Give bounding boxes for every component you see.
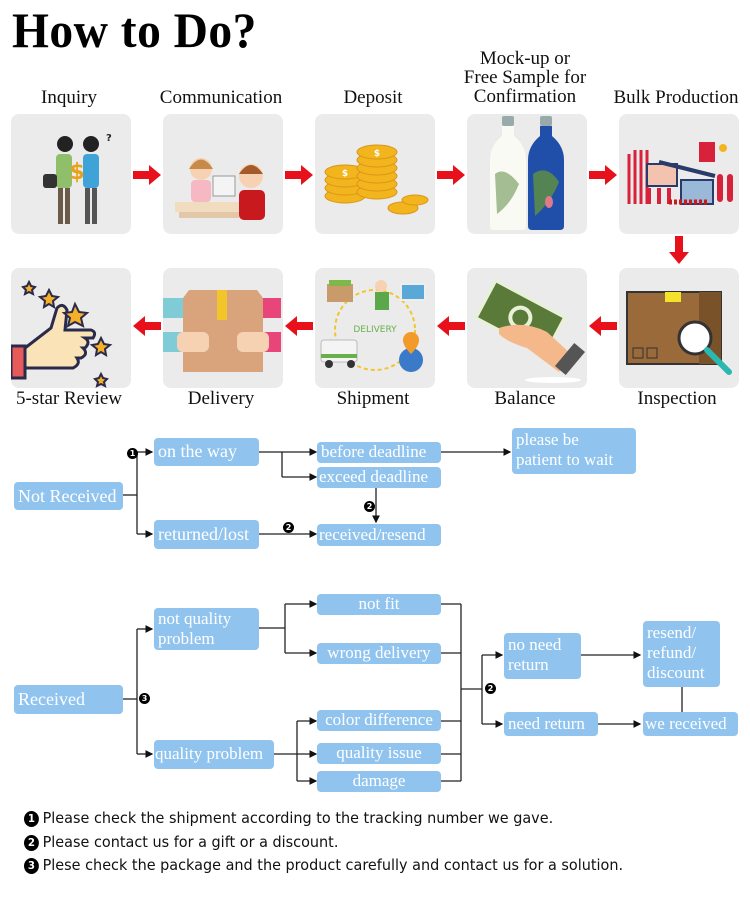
step-tile-communication: [163, 114, 283, 234]
node-resolution-line1: resend/: [647, 623, 697, 642]
badge-note-1: 1: [127, 448, 138, 459]
step-label-shipment: Shipment: [336, 388, 410, 409]
node-on-the-way: on the way: [154, 438, 259, 466]
step-label-review: 5-star Review: [15, 388, 123, 409]
step-label-delivery: Delivery: [187, 388, 255, 409]
sample-bottles-icon: [490, 116, 564, 230]
node-before-deadline: before deadline: [317, 442, 441, 463]
node-no-need-return-line2: return: [508, 655, 549, 674]
thumbs-up-stars-icon: [11, 279, 113, 388]
page-title: How to Do?: [12, 2, 257, 58]
step-tile-inquiry: $ ?: [11, 114, 131, 234]
box-magnifier-icon: [626, 291, 732, 375]
node-not-fit: not fit: [317, 594, 441, 615]
node-wrong-delivery: wrong delivery: [317, 643, 441, 664]
step-label-mockup-line2: Free Sample for: [463, 67, 587, 88]
step-tile-bulk-production: [619, 114, 739, 234]
node-not-quality-line1: not quality: [158, 609, 232, 628]
step-label-deposit: Deposit: [343, 87, 403, 108]
node-resolution-line3: discount: [647, 663, 705, 682]
node-resolution-line2: refund/: [647, 643, 697, 662]
note-text-2: Please contact us for a gift or a discou…: [42, 833, 339, 851]
node-color-difference: color difference: [317, 710, 441, 731]
step-label-bulk-production: Bulk Production: [613, 87, 739, 108]
node-received-resend: received/resend: [317, 524, 441, 546]
svg-text:$: $: [374, 149, 380, 159]
node-not-received: Not Received: [14, 482, 123, 510]
svg-text:$: $: [69, 160, 84, 185]
node-need-return: need return: [504, 712, 598, 736]
node-we-received: we received: [643, 712, 738, 736]
node-not-quality-line2: problem: [158, 629, 215, 648]
arrow-right-3: [437, 165, 465, 185]
badge-note-2-exceed: 2: [364, 501, 375, 512]
node-received: Received: [14, 685, 123, 714]
step-label-mockup: Mock-up or Free Sample for Confirmation: [450, 49, 600, 106]
arrow-left-3: [437, 316, 465, 336]
arrow-down: [669, 236, 689, 264]
note-number-2: 2: [24, 835, 39, 851]
node-not-quality-problem: not quality problem: [154, 608, 259, 650]
svg-text:DELIVERY: DELIVERY: [353, 325, 397, 335]
gold-coins-icon: $ $: [324, 144, 429, 215]
step-label-inquiry: Inquiry: [41, 87, 97, 108]
arrow-left-4: [589, 316, 617, 336]
badge-note-2-merge: 2: [485, 683, 496, 694]
step-label-mockup-line3: Confirmation: [473, 86, 577, 107]
node-returned-lost: returned/lost: [154, 520, 259, 549]
node-no-need-return-line1: no need: [508, 635, 562, 654]
connector-issues-out: [441, 603, 461, 782]
step-tile-inspection: [619, 268, 739, 388]
inquiry-people-dollar-icon: $ ?: [43, 133, 112, 224]
badge-note-3: 3: [139, 693, 150, 704]
step-tile-delivery: [163, 268, 283, 388]
note-text-3: Plese check the package and the product …: [42, 856, 624, 874]
node-quality-issue: quality issue: [317, 743, 441, 764]
step-label-communication: Communication: [159, 87, 283, 108]
step-label-mockup-line1: Mock-up or: [479, 48, 571, 69]
hands-box-icon: [163, 290, 281, 372]
factory-machine-icon: [627, 142, 733, 205]
node-patient-to-wait-line1: please be: [516, 430, 579, 449]
step-tile-deposit: $ $: [315, 114, 435, 234]
arrow-right-2: [285, 165, 313, 185]
node-resolution: resend/ refund/ discount: [643, 621, 720, 687]
node-no-need-return: no need return: [504, 633, 581, 679]
step-label-balance: Balance: [494, 388, 556, 409]
step-tile-shipment: DELIVERY: [315, 268, 435, 388]
badge-note-2-returned: 2: [283, 522, 294, 533]
arrow-left-1: [133, 316, 161, 336]
svg-text:$: $: [342, 169, 348, 179]
step-tile-mockup: [467, 114, 587, 234]
arrow-right-4: [589, 165, 617, 185]
node-patient-to-wait: please be patient to wait: [512, 428, 636, 474]
note-text-1: Please check the shipment according to t…: [42, 809, 554, 827]
node-exceed-deadline: exceed deadline: [317, 467, 441, 488]
node-patient-to-wait-line2: patient to wait: [516, 450, 614, 469]
svg-text:?: ?: [106, 133, 112, 144]
node-quality-problem: quality problem: [154, 740, 274, 769]
step-tile-review: [11, 268, 131, 388]
arrow-right-1: [133, 165, 161, 185]
step-label-inspection: Inspection: [637, 388, 717, 409]
arrow-left-2: [285, 316, 313, 336]
note-number-1: 1: [24, 811, 39, 827]
delivery-concept-icon: DELIVERY: [320, 280, 426, 372]
hand-money-icon: [474, 278, 586, 383]
note-number-3: 3: [24, 858, 39, 874]
step-tile-balance: [467, 268, 587, 388]
customer-service-call-icon: [175, 158, 265, 220]
node-damage: damage: [317, 771, 441, 792]
